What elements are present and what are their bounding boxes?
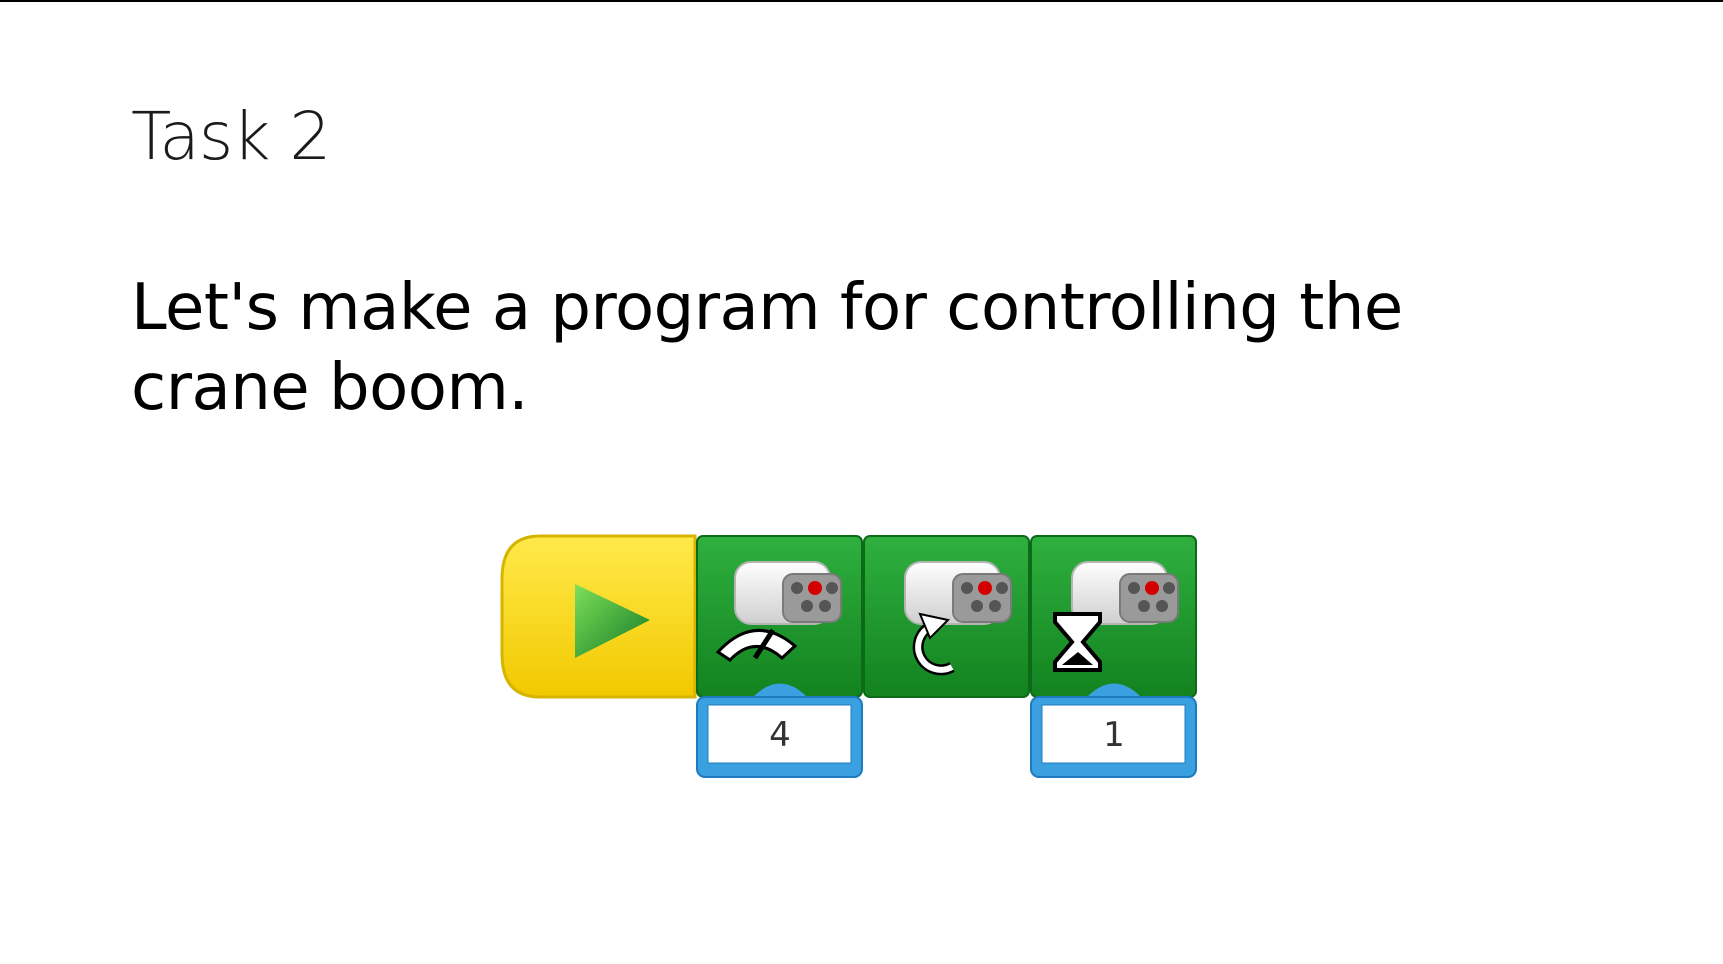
slide-body-text: Let's make a program for controlling the…: [131, 271, 1403, 425]
hourglass-icon: [1053, 612, 1102, 672]
slide-top-border: [0, 0, 1723, 2]
program-strip: 4 1: [500, 534, 1200, 784]
param-value-power: 4: [769, 715, 791, 755]
motor-power-block[interactable]: [696, 535, 863, 698]
rotate-arrow-icon: [912, 612, 955, 676]
slide-title: Task 2: [131, 98, 331, 175]
param-box-time[interactable]: 1: [1030, 696, 1197, 778]
start-block[interactable]: [500, 534, 697, 699]
motor-direction-block[interactable]: [863, 535, 1030, 698]
param-box-power[interactable]: 4: [696, 696, 863, 778]
play-icon: [575, 584, 650, 658]
speedometer-icon: [715, 628, 798, 662]
motor-on-for-block[interactable]: [1030, 535, 1197, 698]
param-value-time: 1: [1103, 715, 1125, 755]
